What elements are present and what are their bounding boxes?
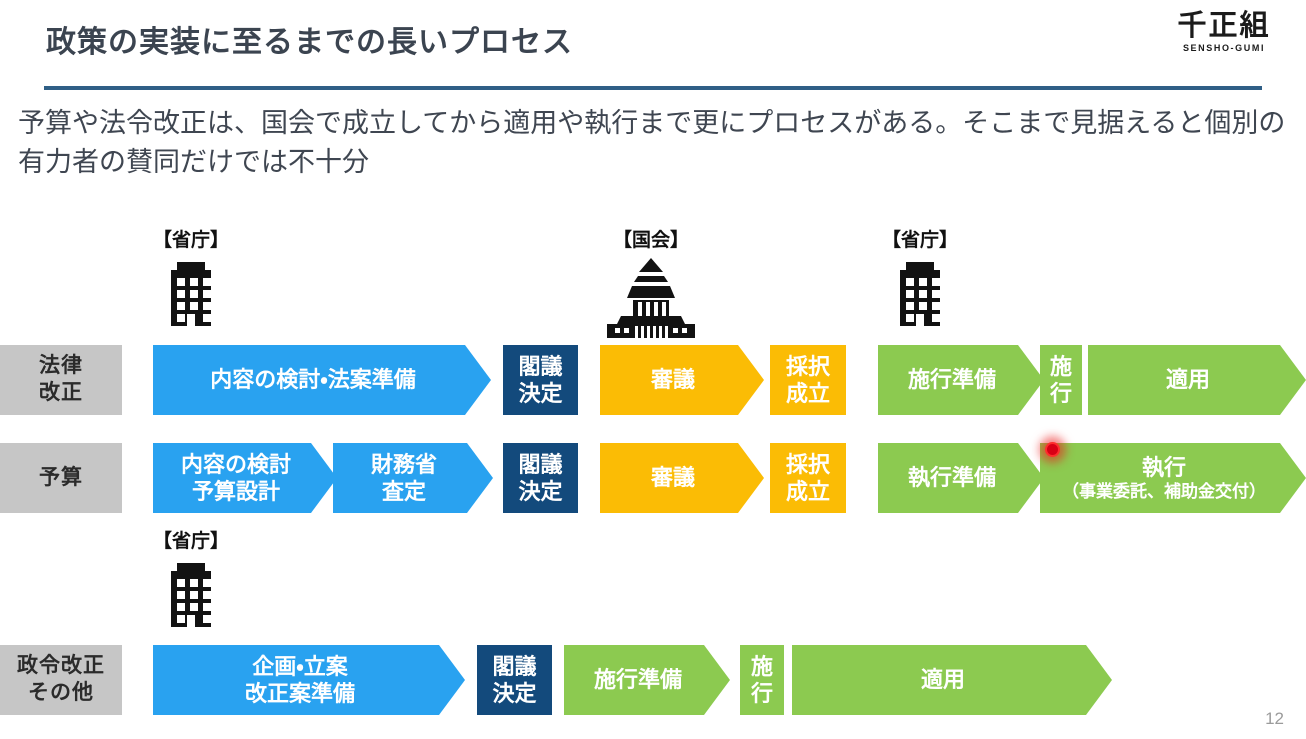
step-content-review-budget-design[interactable]: 内容の検討予算設計 (153, 443, 337, 513)
step-enforcement-prep-line1: 施行準備 (907, 367, 996, 393)
lead-paragraph: 予算や法令改正は、国会で成立してから適用や執行まで更にプロセスがある。そこまで見… (18, 108, 1286, 178)
step-cabinet-decision-line2: 決定 (518, 381, 563, 406)
step-enforcement[interactable]: 施行 (740, 645, 784, 715)
step-enforcement-line2: 行 (750, 681, 773, 706)
step-application-line1: 適用 (1165, 367, 1210, 393)
step-adoption-enactment-line1: 採択 (785, 353, 830, 379)
step-content-review-bill-prep-line1: 内容の検討・法案準備 (210, 367, 416, 393)
step-deliberation[interactable]: 審議 (600, 345, 764, 415)
row-label-line1: 法律 (39, 354, 83, 378)
step-deliberation[interactable]: 審議 (600, 443, 764, 513)
org-diet-label: 【国会】 (612, 230, 689, 251)
org-ministry-3: 【省庁】 (153, 532, 229, 629)
ministry-building-icon (153, 256, 229, 328)
step-content-review-bill-prep[interactable]: 内容の検討・法案準備 (153, 345, 491, 415)
row-law-revision: 法律改正 内容の検討・法案準備 閣議決定 審議 採択成立 施行準備 施行 適用 (0, 345, 1306, 415)
step-enforcement-prep[interactable]: 施行準備 (878, 345, 1044, 415)
step-enforcement-prep-line1: 施行準備 (593, 667, 682, 693)
step-enforcement-prep[interactable]: 施行準備 (564, 645, 730, 715)
step-deliberation-line1: 審議 (650, 465, 695, 491)
step-execution-line2: （事業委託、補助金交付） (1062, 482, 1266, 502)
page-title: 政策の実装に至るまでの長いプロセス (46, 26, 573, 59)
row-label-line2: その他 (28, 681, 94, 704)
step-enforcement-line1: 施 (750, 653, 773, 679)
row-label-line1: 政令改正 (17, 654, 105, 678)
step-planning-drafting[interactable]: 企画・立案改正案準備 (153, 645, 465, 715)
row-budget: 予算内容の検討予算設計財務省査定閣議決定審議採択成立執行準備執行（事業委託、補助… (0, 443, 1306, 513)
ministry-building-icon (153, 557, 229, 629)
step-deliberation-line1: 審議 (650, 367, 695, 393)
step-enforcement-line1: 施 (1049, 353, 1072, 379)
row-ordinance-revision-other: 政令改正その他企画・立案改正案準備閣議決定施行準備施行適用 (0, 645, 1306, 715)
step-execution-line1: 執行 (1141, 454, 1186, 480)
step-execution-prep[interactable]: 執行準備 (878, 443, 1044, 513)
step-cabinet-decision-line2: 決定 (492, 681, 537, 706)
step-cabinet-decision[interactable]: 閣議決定 (503, 443, 578, 513)
title-divider (44, 86, 1262, 90)
logo-romaji: SENSHO-GUMI (1182, 43, 1266, 54)
step-adoption-enactment[interactable]: 採択成立 (770, 443, 846, 513)
org-ministry-2: 【省庁】 (882, 231, 958, 328)
step-cabinet-decision[interactable]: 閣議決定 (477, 645, 552, 715)
step-cabinet-decision-line1: 閣議 (518, 451, 563, 477)
org-diet: 【国会】 (605, 231, 697, 340)
step-execution[interactable]: 執行（事業委託、補助金交付） (1040, 443, 1306, 513)
brand-logo: 千正組 SENSHO-GUMI (1164, 10, 1284, 76)
org-ministry-3-label: 【省庁】 (153, 531, 230, 552)
laser-pointer-dot (1045, 442, 1060, 457)
row-law-revision-label: 法律改正 (0, 345, 122, 415)
logo-wordmark: 千正組 (1177, 8, 1271, 42)
step-adoption-enactment-line2: 成立 (785, 479, 830, 504)
step-cabinet-decision-line2: 決定 (518, 479, 563, 504)
step-content-review-budget-design-line2: 予算設計 (191, 479, 280, 504)
row-ordinance-revision-other-label: 政令改正その他 (0, 645, 122, 715)
ministry-building-icon (882, 256, 958, 328)
step-planning-drafting-line1: 企画・立案 (252, 653, 348, 679)
row-label-line1: 予算 (39, 465, 83, 489)
step-application-line1: 適用 (920, 667, 965, 693)
step-adoption-enactment-line2: 成立 (785, 381, 830, 406)
diet-building-icon (605, 256, 697, 340)
step-mof-assessment[interactable]: 財務省査定 (333, 443, 493, 513)
step-execution-prep-line1: 執行準備 (907, 465, 996, 491)
step-adoption-enactment-line1: 採択 (785, 451, 830, 477)
org-ministry-2-label: 【省庁】 (882, 230, 959, 251)
org-ministry-1: 【省庁】 (153, 231, 229, 328)
step-adoption-enactment[interactable]: 採択成立 (770, 345, 846, 415)
row-budget-label: 予算 (0, 443, 122, 513)
step-enforcement[interactable]: 施行 (1040, 345, 1082, 415)
step-content-review-budget-design-line1: 内容の検討 (180, 451, 291, 477)
step-application[interactable]: 適用 (792, 645, 1112, 715)
step-application[interactable]: 適用 (1088, 345, 1306, 415)
page-number: 12 (1265, 709, 1284, 728)
org-ministry-1-label: 【省庁】 (153, 230, 230, 251)
step-enforcement-line2: 行 (1049, 381, 1072, 406)
step-cabinet-decision[interactable]: 閣議決定 (503, 345, 578, 415)
row-label-line2: 改正 (39, 381, 83, 404)
step-cabinet-decision-line1: 閣議 (492, 653, 537, 679)
step-cabinet-decision-line1: 閣議 (518, 353, 563, 379)
step-planning-drafting-line2: 改正案準備 (244, 681, 355, 706)
step-mof-assessment-line2: 査定 (381, 479, 426, 504)
step-mof-assessment-line1: 財務省 (370, 451, 437, 477)
